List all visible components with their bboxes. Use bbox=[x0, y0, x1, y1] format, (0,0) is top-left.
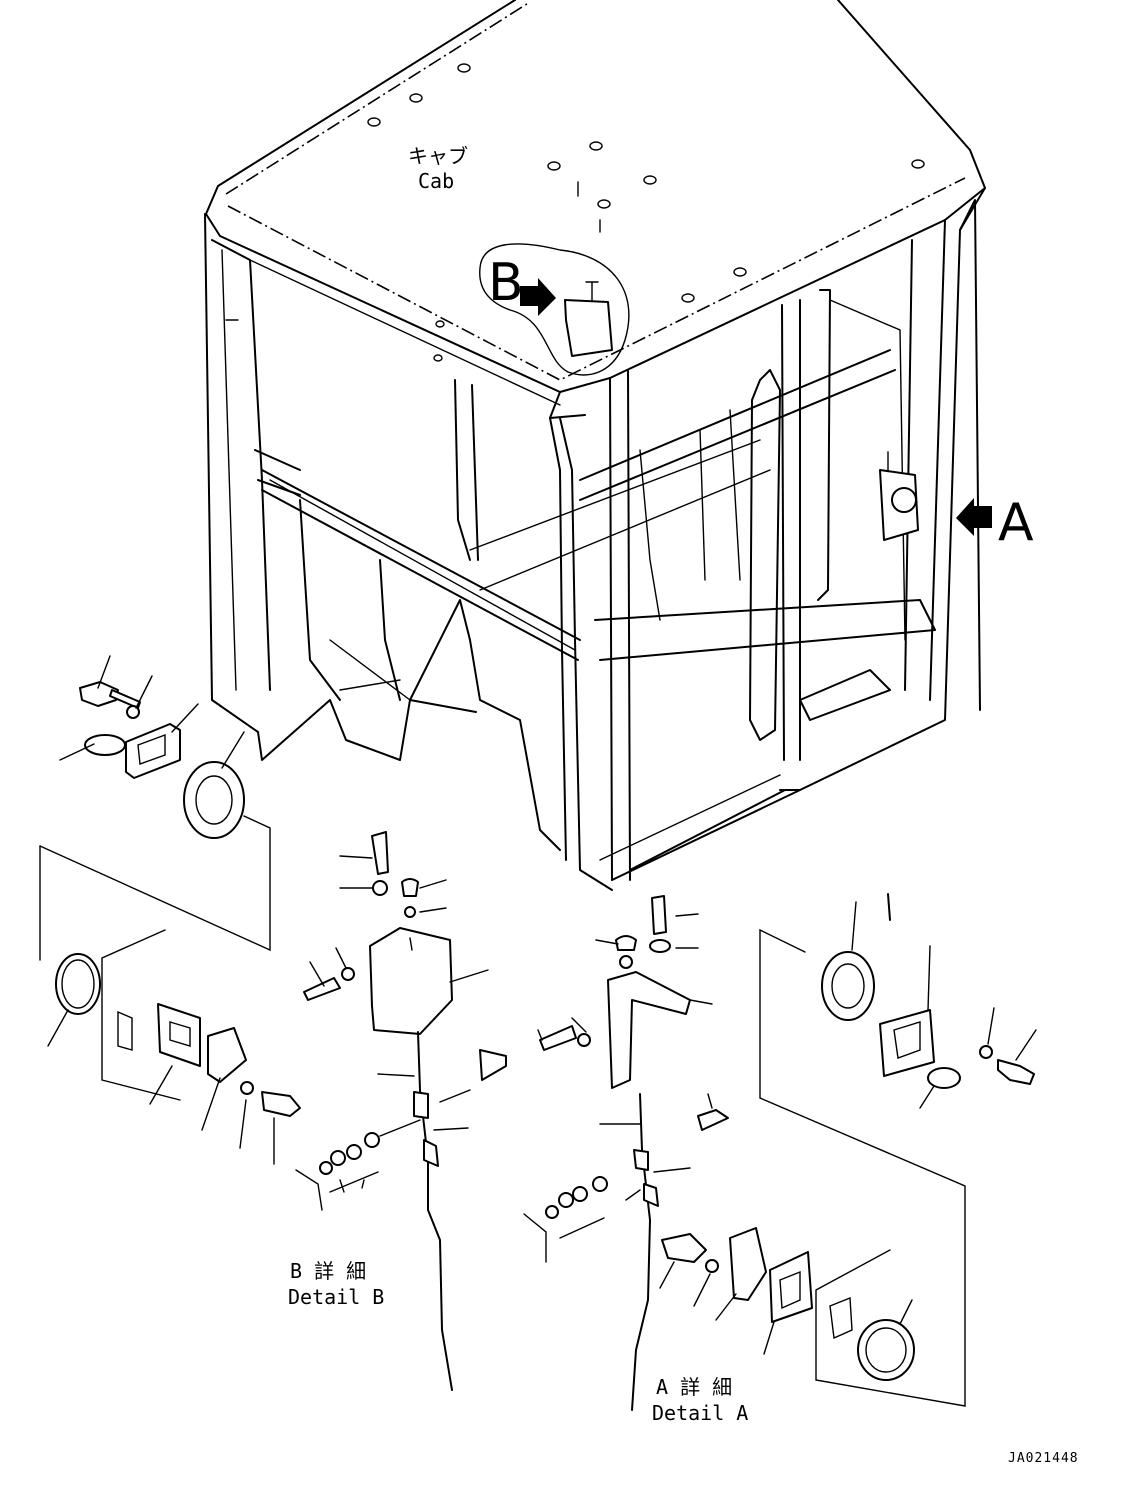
detail-b-assembly bbox=[39, 815, 507, 1391]
arrow-b-icon bbox=[520, 278, 556, 316]
arrow-a-label: A bbox=[998, 493, 1034, 553]
drawing-code: JA021448 bbox=[1008, 1451, 1079, 1466]
detail-a-assembly bbox=[523, 895, 966, 1411]
detail-a-label-jp: A 詳 細 bbox=[656, 1375, 732, 1399]
detail-b-callout-outline bbox=[479, 243, 630, 376]
upper-left-parts bbox=[59, 655, 245, 839]
detail-a-label-en: Detail A bbox=[652, 1401, 748, 1425]
detail-b-label-jp: B 詳 細 bbox=[290, 1259, 366, 1283]
cab-body bbox=[204, 0, 986, 891]
right-side-parts bbox=[821, 893, 1037, 1109]
cab-mount-b bbox=[564, 281, 613, 357]
cab-label-en: Cab bbox=[418, 169, 454, 193]
cab-mount-a bbox=[879, 451, 919, 541]
arrow-b-label: B bbox=[488, 253, 524, 313]
arrow-a-icon bbox=[956, 498, 992, 536]
cab-label-jp: キャブ bbox=[408, 144, 468, 168]
detail-b-label-en: Detail B bbox=[288, 1285, 384, 1309]
